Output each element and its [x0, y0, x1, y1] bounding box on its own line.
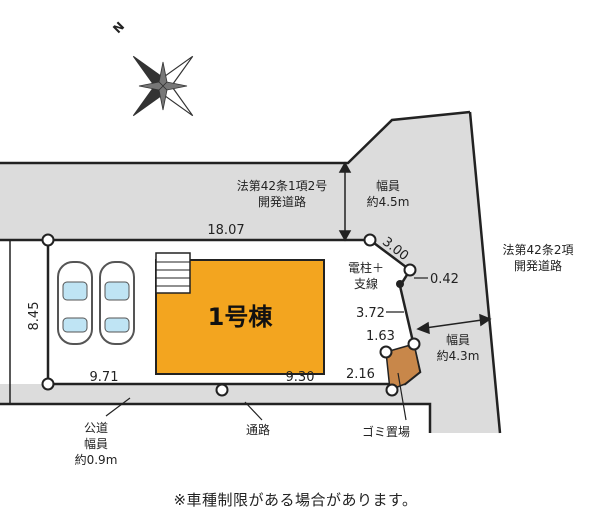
pole-label-2: 支線: [354, 276, 378, 291]
car-icon: [57, 261, 93, 345]
east-road-width-2: 約4.3m: [437, 348, 480, 363]
north-road-legal-2: 開発道路: [258, 194, 306, 209]
vehicle-restriction-note: ※車種制限がある場合があります。: [173, 491, 418, 509]
south-path-label: 通路: [246, 422, 270, 437]
dim-bottom-left: 9.71: [90, 370, 119, 385]
west-road-width-2: 約0.9m: [75, 452, 118, 467]
east-width-arrow: [416, 313, 492, 335]
east-road-legal-2: 開発道路: [514, 258, 562, 273]
north-road-width-1: 幅員: [376, 178, 400, 193]
west-road-legal: 公道: [84, 421, 108, 435]
west-road-width-1: 幅員: [84, 436, 108, 451]
east-road-legal-1: 法第42条2項: [503, 243, 574, 257]
boundary-markers: [41, 233, 421, 397]
south-road-edge: [0, 402, 432, 433]
dim-east-b: 3.72: [356, 306, 385, 321]
garbage-label: ゴミ置場: [362, 424, 410, 439]
dim-left: 8.45: [27, 302, 42, 331]
building-label: 1号棟: [208, 303, 274, 331]
compass-north-label: N: [110, 19, 127, 36]
dim-east-a: 0.42: [430, 272, 459, 287]
utility-pole-marker: [396, 280, 404, 288]
leader-lines: [105, 277, 428, 421]
north-road-edge: [0, 110, 471, 165]
pole-label-1: 電柱＋: [348, 260, 384, 275]
dim-east-d: 2.16: [346, 367, 375, 382]
compass-icon: [132, 55, 194, 117]
building-1: 1号棟: [155, 252, 325, 375]
east-road-width-1: 幅員: [446, 332, 470, 347]
car-icon: [99, 261, 135, 345]
dim-east-c: 1.63: [366, 329, 395, 344]
dim-top: 18.07: [207, 223, 244, 238]
road-area: [0, 112, 500, 433]
east-road-edge: [468, 111, 502, 434]
dim-bottom-right: 9.30: [286, 370, 315, 385]
north-road-legal-1: 法第42条1項2号: [237, 179, 328, 193]
north-road-width-2: 約4.5m: [367, 194, 410, 209]
north-width-arrow: [338, 161, 352, 242]
